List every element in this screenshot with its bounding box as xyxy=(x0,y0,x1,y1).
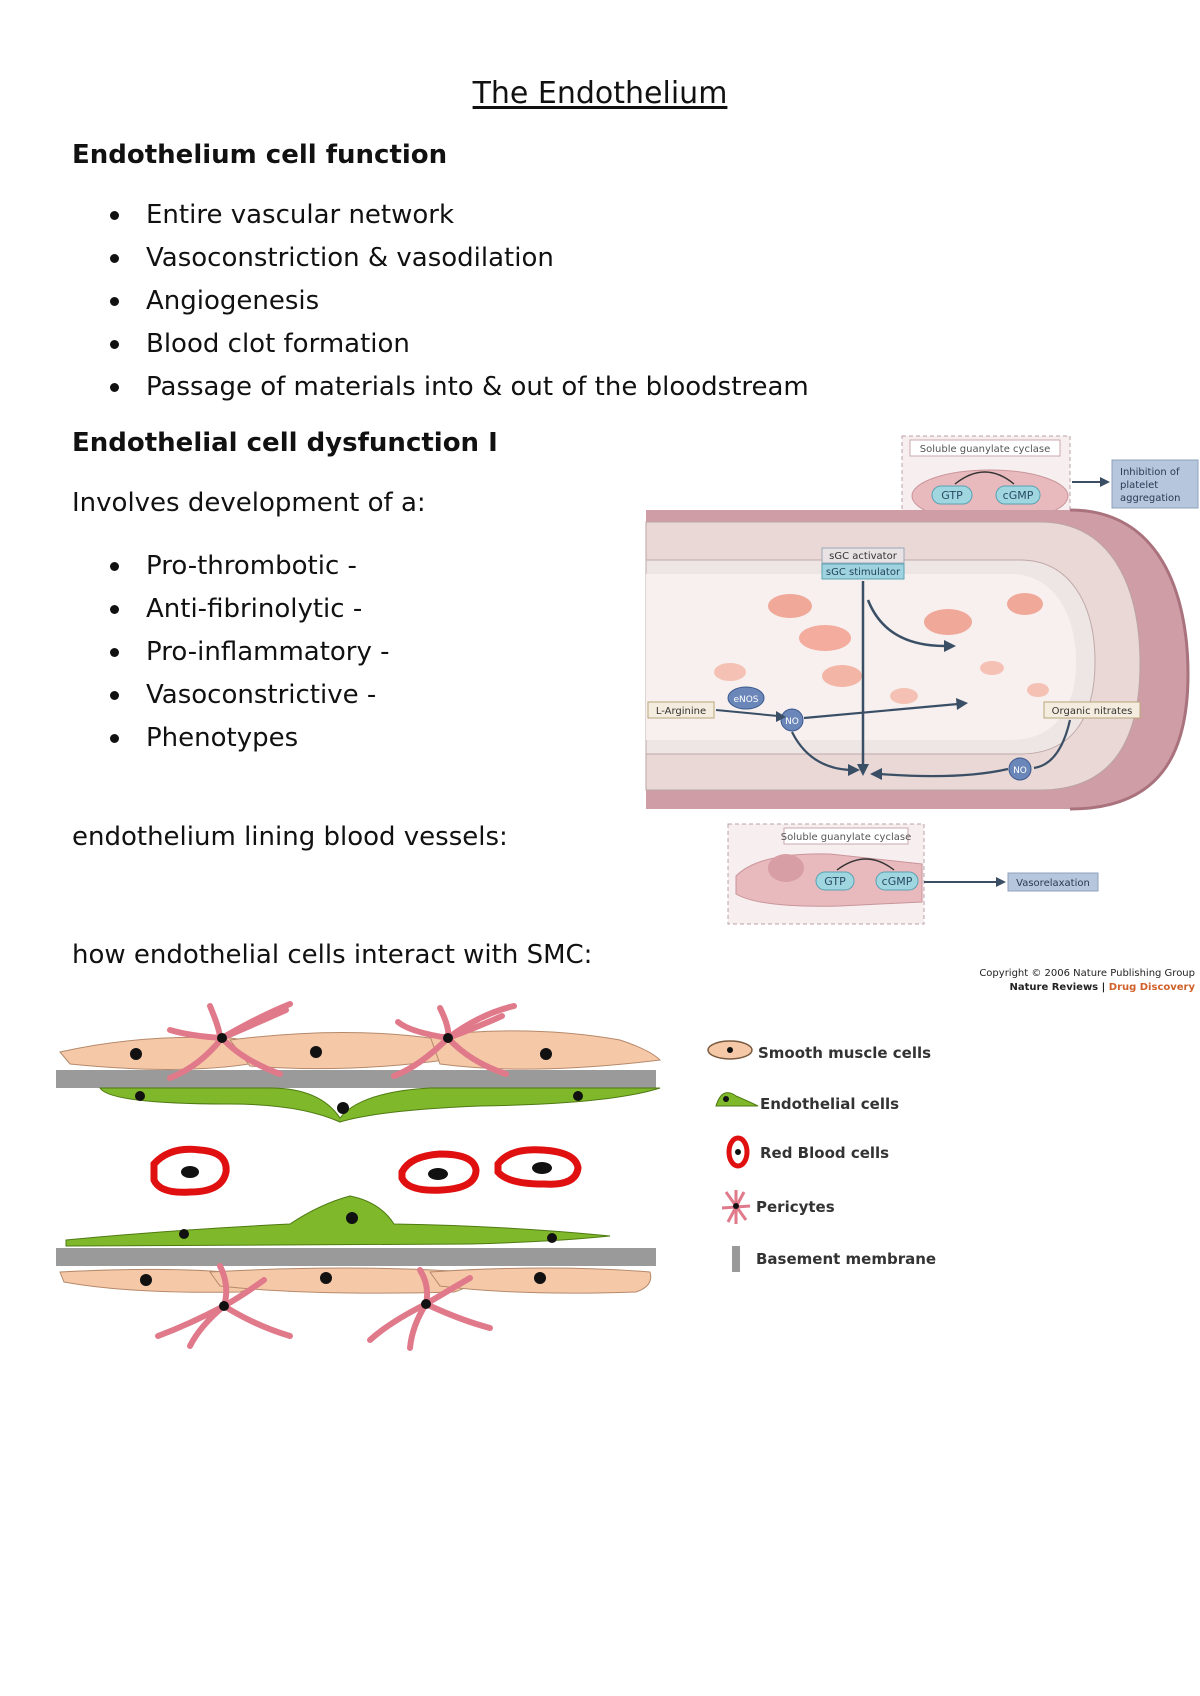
bottom-sgc-title: Soluble guanylate cyclase xyxy=(781,832,911,843)
organic-nitrates-label: Organic nitrates xyxy=(1052,706,1133,717)
list-item: Vasoconstrictive - xyxy=(72,674,390,717)
no-label-left: NO xyxy=(785,717,799,727)
sgc-stimulator-label: sGC stimulator xyxy=(826,567,901,578)
dysfunction-intro: Involves development of a: xyxy=(72,488,426,518)
legend-membrane-swatch xyxy=(732,1246,740,1272)
list-item: Anti-fibrinolytic - xyxy=(72,588,390,631)
top-gtp-label: GTP xyxy=(941,489,963,502)
dysfunction-list: Pro-thrombotic - Anti-fibrinolytic - Pro… xyxy=(72,545,390,760)
legend-rbc-label: Red Blood cells xyxy=(760,1144,889,1162)
platelet-line-3: aggregation xyxy=(1120,493,1181,504)
smc-label: how endothelial cells interact with SMC: xyxy=(72,940,593,970)
page-title: The Endothelium xyxy=(472,76,728,111)
list-item: Pro-inflammatory - xyxy=(72,631,390,674)
copyright-line-1: Copyright © 2006 Nature Publishing Group xyxy=(979,968,1195,979)
bottom-cgmp-label: cGMP xyxy=(882,875,913,888)
legend-smc-label: Smooth muscle cells xyxy=(758,1044,931,1062)
rbc-group xyxy=(150,1145,582,1196)
section-heading-dysfunction: Endothelial cell dysfunction I xyxy=(72,428,498,458)
legend-endothelial-label: Endothelial cells xyxy=(760,1095,899,1113)
top-cgmp-label: cGMP xyxy=(1003,489,1034,502)
sgc-activator-label: sGC activator xyxy=(829,551,898,562)
list-item: Phenotypes xyxy=(72,717,390,760)
list-item: Pro-thrombotic - xyxy=(72,545,390,588)
cell-interaction-diagram: Smooth muscle cells Endothelial cells Re… xyxy=(56,1001,936,1351)
l-arginine-label: L-Arginine xyxy=(656,706,706,717)
list-item: Entire vascular network xyxy=(72,194,809,237)
legend-pericytes-label: Pericytes xyxy=(756,1198,835,1216)
vessel-no-pathway-figure: Soluble guanylate cyclase GTP cGMP Inhib… xyxy=(645,435,1199,993)
no-label-right: NO xyxy=(1013,766,1027,776)
list-item: Blood clot formation xyxy=(72,323,809,366)
list-item: Passage of materials into & out of the b… xyxy=(72,366,809,409)
legend-endothelial-swatch xyxy=(715,1092,759,1107)
list-item: Vasoconstriction & vasodilation xyxy=(72,237,809,280)
platelet-line-1: Inhibition of xyxy=(1120,467,1180,478)
list-item: Angiogenesis xyxy=(72,280,809,323)
vasorelaxation-label: Vasorelaxation xyxy=(1016,878,1090,889)
top-sgc-title: Soluble guanylate cyclase xyxy=(920,444,1050,455)
copyright-line-2: Nature Reviews | Drug Discovery xyxy=(1010,982,1196,993)
bottom-gtp-label: GTP xyxy=(824,875,846,888)
legend-membrane-label: Basement membrane xyxy=(756,1250,936,1268)
section-heading-function: Endothelium cell function xyxy=(72,140,448,170)
platelet-line-2: platelet xyxy=(1120,480,1158,491)
function-list: Entire vascular network Vasoconstriction… xyxy=(72,194,809,409)
enos-label: eNOS xyxy=(733,695,758,705)
lining-label: endothelium lining blood vessels: xyxy=(72,822,508,852)
